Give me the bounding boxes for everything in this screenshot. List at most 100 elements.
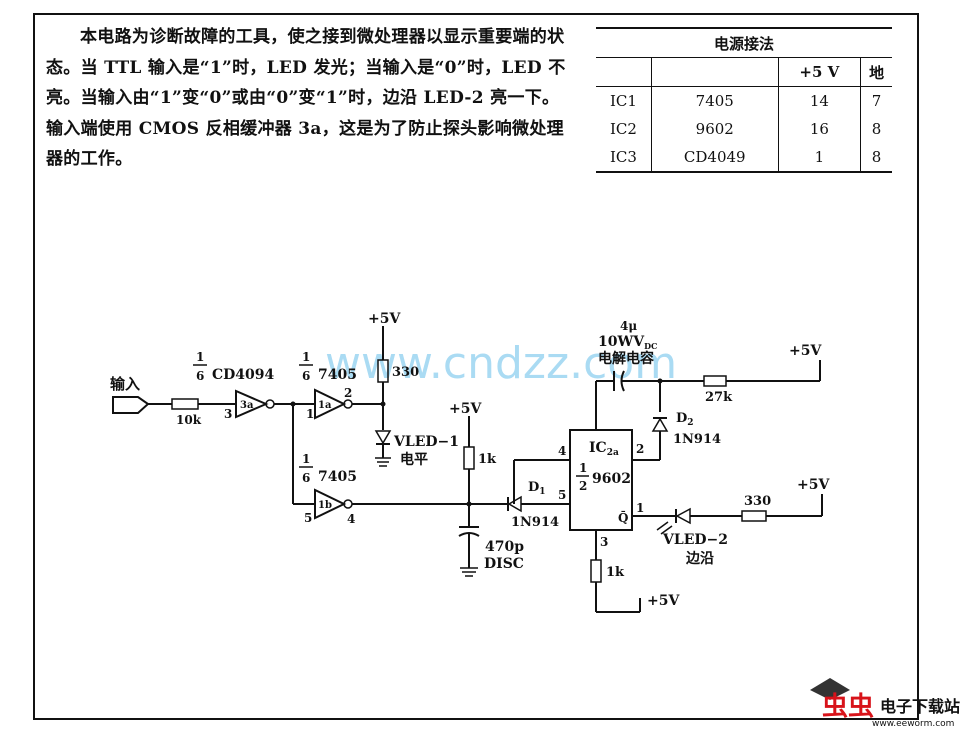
cell-ic: IC1	[610, 92, 637, 110]
fraction-den: 6	[302, 369, 310, 383]
cell-vcc: 1	[777, 143, 861, 173]
fraction-num: 1	[579, 461, 587, 475]
logo-url: www.eeworm.com	[872, 719, 954, 729]
capacitor-value: 4μ	[620, 319, 637, 333]
inverter-1a: 1a 1 2 1 6 7405	[299, 350, 357, 421]
ic-pin-5: 5	[558, 488, 566, 502]
inverter-3a-name: 3a	[240, 400, 254, 411]
ic-pin-4: 4	[558, 444, 566, 458]
inverter-1b-pin-in: 5	[304, 511, 312, 525]
resistor-330b-label: 330	[744, 494, 771, 509]
inverter-1b: 1b 5 4 1 6 7405	[299, 452, 357, 526]
header-cell	[596, 57, 652, 87]
capacitor-voltage: 10WVDC	[598, 334, 657, 351]
resistor-27k-label: 27k	[705, 390, 733, 405]
logo-brand: 虫虫	[822, 692, 874, 722]
vcc-label: +5V	[449, 401, 482, 417]
ic-pin-1: 1	[636, 501, 644, 515]
fraction-num: 1	[196, 350, 204, 364]
led-2-label: VLED−2	[662, 532, 728, 548]
led-1-desc: 电平	[400, 451, 428, 468]
cell-vcc: 16	[777, 115, 861, 143]
ic-9602: IC2a 1 2 9602 4 5 2 1 Q̄ 3	[558, 429, 644, 549]
cell-vcc: 14	[777, 86, 861, 115]
capacitor-470p-value: 470p	[485, 539, 524, 555]
led-2: VLED−2 边沿	[656, 507, 742, 567]
input-probe: 输入	[110, 375, 172, 414]
header-cell-vcc: +5 V	[777, 57, 861, 87]
cell-gnd: 8	[860, 143, 892, 173]
diode-d2-part: 1N914	[673, 432, 721, 447]
ic-pin-2: 2	[636, 442, 644, 456]
ic-pin-3: 3	[600, 535, 608, 549]
capacitor-type: 电解电容	[598, 350, 654, 367]
ic-qbar: Q̄	[618, 509, 628, 525]
inverter-1a-pin-out: 2	[344, 386, 352, 400]
cell-part: CD4049	[650, 143, 779, 173]
vcc-label: +5V	[647, 593, 680, 609]
cell-gnd: 8	[860, 115, 892, 143]
inverter-1b-pin-out: 4	[347, 512, 355, 526]
cell-ic: IC3	[596, 143, 652, 173]
fraction-den: 6	[302, 471, 310, 485]
resistor-330b: 330 +5V	[741, 477, 830, 522]
input-label: 输入	[110, 375, 140, 393]
cell-ic: IC2	[610, 120, 637, 138]
table-row: IC1 7405 14 7	[596, 86, 892, 115]
inverter-3a-pin: 3	[224, 407, 232, 421]
diode-d2-label: D2	[676, 411, 694, 428]
inverter-1b-part: 7405	[318, 469, 357, 485]
diagram-frame	[33, 13, 919, 720]
header-cell	[650, 57, 779, 87]
resistor-1k-b: 1k +5V	[590, 530, 680, 613]
vcc-label: +5V	[797, 477, 830, 493]
inverter-1a-pin-in: 1	[306, 407, 314, 421]
logo-text: 电子下载站	[880, 697, 960, 716]
led-1-label: VLED−1	[393, 434, 459, 450]
resistor-330-label: 330	[392, 365, 419, 380]
description-paragraph: 本电路为诊断故障的工具，使之接到微处理器以显示重要端的状态。当 TTL 输入是“…	[46, 27, 566, 169]
mortarboard-icon	[810, 678, 850, 700]
resistor-10k: 10k	[171, 398, 236, 427]
fraction-den: 6	[196, 369, 204, 383]
cell-gnd: 7	[860, 86, 892, 115]
header-cell-gnd: 地	[860, 57, 892, 87]
resistor-1k-label: 1k	[478, 452, 497, 467]
ic-part: 9602	[592, 471, 631, 487]
inverter-3a: 3a 3 1 6 CD4094	[193, 350, 275, 421]
led-1: VLED−1 电平	[374, 430, 459, 468]
power-connection-table: 电源接法 +5 V 地 IC1 7405 14 7 IC2 9602 16 8 …	[596, 27, 892, 173]
fraction-num: 1	[302, 350, 310, 364]
ic-label: IC2a	[589, 440, 619, 458]
vcc-supply-2: +5V 1k	[449, 401, 497, 504]
capacitor-470p: 470p DISC	[458, 504, 524, 577]
table-header-row: +5 V 地	[596, 57, 892, 87]
vcc-label: +5V	[368, 311, 401, 327]
table-row: IC3 CD4049 1 8	[596, 143, 892, 173]
led-2-desc: 边沿	[685, 551, 714, 567]
resistor-27k: 27k +5V	[703, 343, 822, 405]
table-row: IC2 9602 16 8	[596, 115, 892, 143]
description-text: 本电路为诊断故障的工具，使之接到微处理器以显示重要端的状态。当 TTL 输入是“…	[46, 22, 571, 175]
inverter-1a-name: 1a	[318, 400, 332, 411]
vcc-supply-1: +5V 330	[368, 311, 419, 430]
fraction-num: 1	[302, 452, 310, 466]
cell-part: 7405	[650, 86, 779, 115]
resistor-1k-b-label: 1k	[606, 565, 625, 580]
resistor-10k-label: 10k	[176, 413, 202, 427]
capacitor-4u: 4μ 10WVDC 电解电容	[598, 319, 704, 392]
cell-part: 9602	[650, 115, 779, 143]
inverter-3a-part: CD4094	[212, 367, 275, 383]
diode-d1-label: D1	[528, 480, 546, 497]
diode-d1-part: 1N914	[511, 515, 559, 530]
table-title: 电源接法	[596, 27, 892, 58]
capacitor-470p-type: DISC	[484, 556, 524, 572]
diode-d1: D1 1N914	[507, 480, 570, 530]
fraction-den: 2	[579, 479, 587, 493]
vcc-label: +5V	[789, 343, 822, 359]
inverter-1b-name: 1b	[318, 500, 332, 511]
site-logo: 虫虫 电子下载站 www.eeworm.com	[810, 678, 960, 729]
inverter-1a-part: 7405	[318, 367, 357, 383]
diode-d2: D2 1N914	[651, 381, 721, 447]
